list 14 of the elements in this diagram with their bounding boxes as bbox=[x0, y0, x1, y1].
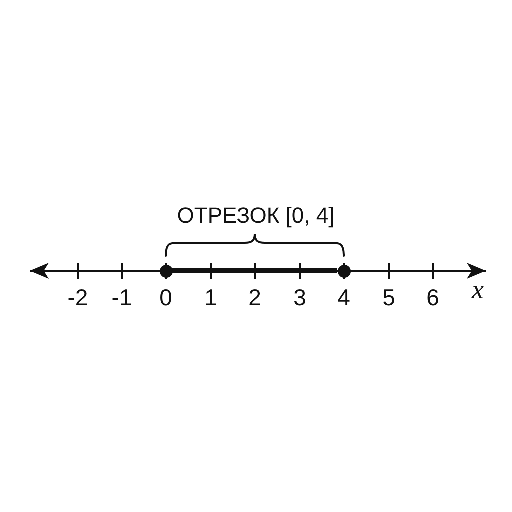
tick-label: 0 bbox=[160, 286, 172, 310]
endpoint-dot bbox=[160, 264, 172, 278]
tick-label: -1 bbox=[112, 286, 132, 310]
segment-label: ОТРЕЗОК [0, 4] bbox=[177, 205, 335, 227]
tick-label: 2 bbox=[248, 286, 262, 310]
endpoint-dot bbox=[338, 264, 350, 278]
tick-label: 6 bbox=[426, 286, 440, 310]
segment-line bbox=[172, 268, 338, 274]
tick-label: 5 bbox=[382, 286, 396, 310]
tick-label: 1 bbox=[204, 286, 218, 310]
tick-label: -2 bbox=[68, 286, 88, 310]
tick-label: 4 bbox=[338, 286, 350, 310]
axis-variable: x bbox=[472, 276, 484, 304]
tick-label: 3 bbox=[294, 286, 306, 310]
